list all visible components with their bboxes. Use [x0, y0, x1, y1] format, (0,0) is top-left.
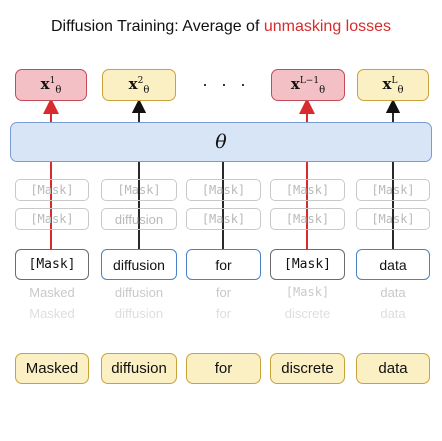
- output-box-4: xLθ: [357, 69, 429, 101]
- fading-token: for: [215, 285, 232, 300]
- model-block: θ: [10, 122, 432, 162]
- ghost-token: diffusion: [101, 208, 177, 230]
- output-label-4: xLθ: [382, 74, 404, 96]
- fading-token: discrete: [284, 306, 331, 321]
- fading-token: diffusion: [114, 285, 164, 300]
- data-token-2: diffusion: [101, 353, 177, 384]
- output-label-3: xL−1θ: [290, 74, 326, 96]
- fading-token: Masked: [29, 285, 75, 300]
- ellipsis: · · ·: [202, 74, 250, 94]
- ghost-token: [Mask]: [15, 179, 89, 201]
- output-box-2: x2θ: [102, 69, 176, 101]
- fading-token: for: [215, 306, 232, 321]
- fading-token: [Mask]: [285, 285, 330, 299]
- ghost-token: [Mask]: [15, 208, 89, 230]
- diagram-title: Diffusion Training: Average of unmasking…: [0, 18, 442, 36]
- output-label-2: x2θ: [128, 74, 150, 96]
- data-token-4: discrete: [270, 353, 345, 384]
- fading-token: diffusion: [114, 306, 164, 321]
- ghost-token: [Mask]: [356, 179, 430, 201]
- data-token-3: for: [186, 353, 261, 384]
- input-token-2: diffusion: [101, 249, 177, 280]
- ghost-token: [Mask]: [270, 208, 345, 230]
- data-token-1: Masked: [15, 353, 89, 384]
- input-token-5: data: [356, 249, 430, 280]
- fading-token: data: [380, 306, 406, 321]
- ghost-token: [Mask]: [101, 179, 177, 201]
- model-label: θ: [215, 131, 227, 153]
- ghost-token: [Mask]: [356, 208, 430, 230]
- output-label-1: x1θ: [40, 74, 62, 96]
- input-token-3: for: [186, 249, 261, 280]
- input-token-1: [Mask]: [15, 249, 89, 280]
- output-box-3: xL−1θ: [271, 69, 345, 101]
- input-token-4: [Mask]: [270, 249, 345, 280]
- output-box-1: x1θ: [15, 69, 87, 101]
- ghost-token: [Mask]: [186, 208, 261, 230]
- data-token-5: data: [356, 353, 430, 384]
- title-prefix: Diffusion Training: Average of: [50, 18, 264, 35]
- title-highlight: unmasking losses: [263, 18, 392, 35]
- ghost-token: [Mask]: [270, 179, 345, 201]
- fading-token: data: [380, 285, 406, 300]
- ghost-token: [Mask]: [186, 179, 261, 201]
- fading-token: Masked: [29, 306, 75, 321]
